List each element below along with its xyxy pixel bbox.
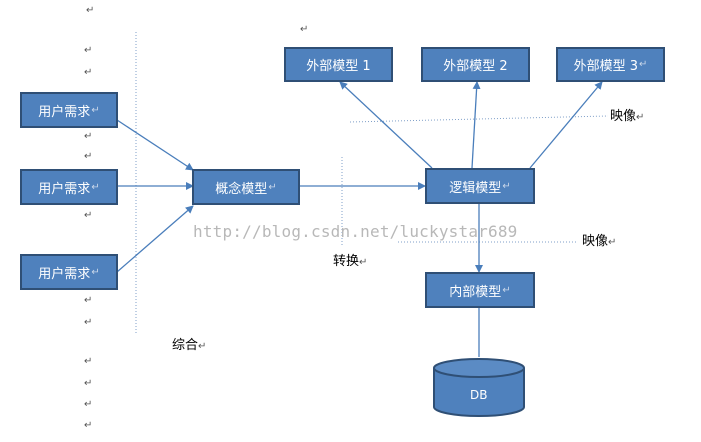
arrow-logic-to-external2 xyxy=(471,81,481,169)
synthesis-text: 综合 xyxy=(172,338,199,353)
separator-mapping-top xyxy=(349,115,609,123)
paragraph-mark-icon: ↵ xyxy=(84,45,93,56)
external-model-box-3[interactable]: 外部模型 3↵ xyxy=(556,47,665,82)
transform-label: 转换↵ xyxy=(333,250,367,269)
logic-model-box[interactable]: 逻辑模型↵ xyxy=(425,168,535,204)
user-requirement-box-2[interactable]: 用户需求↵ xyxy=(20,169,118,205)
paragraph-mark-icon: ↵ xyxy=(84,317,93,328)
paragraph-mark-icon: ↵ xyxy=(84,210,93,221)
watermark: http://blog.csdn.net/luckystar689 xyxy=(193,222,518,241)
external-model-box-2[interactable]: 外部模型 2 xyxy=(421,47,530,82)
synthesis-label: 综合↵ xyxy=(172,334,206,353)
paragraph-mark-icon: ↵ xyxy=(84,356,93,367)
paragraph-mark-icon: ↵ xyxy=(502,284,511,296)
paragraph-mark-icon: ↵ xyxy=(86,5,95,16)
paragraph-mark-icon: ↵ xyxy=(84,399,93,410)
paragraph-mark-icon: ↵ xyxy=(91,181,100,193)
mapping-label-mid: 映像↵ xyxy=(582,230,616,249)
paragraph-mark-icon: ↵ xyxy=(84,378,93,389)
arrow-req1-to-concept xyxy=(116,119,194,171)
db-label: DB xyxy=(470,388,488,402)
mapping-text: 映像 xyxy=(610,109,637,124)
arrow-logic-to-external1 xyxy=(339,81,433,169)
paragraph-mark-icon: ↵ xyxy=(84,420,93,431)
external-model-box-1[interactable]: 外部模型 1 xyxy=(284,47,393,82)
box-label: 用户需求 xyxy=(38,104,91,120)
paragraph-mark-icon: ↵ xyxy=(91,104,100,116)
paragraph-mark-icon: ↵ xyxy=(198,341,207,352)
mapping-text: 映像 xyxy=(582,234,609,249)
box-label: 内部模型 xyxy=(449,284,502,300)
paragraph-mark-icon: ↵ xyxy=(639,59,648,70)
box-label: 用户需求 xyxy=(38,181,91,197)
paragraph-mark-icon: ↵ xyxy=(84,151,93,162)
box-label: 用户需求 xyxy=(38,266,91,282)
box-label: 概念模型 xyxy=(215,181,268,197)
internal-model-box[interactable]: 内部模型↵ xyxy=(425,272,535,308)
paragraph-mark-icon: ↵ xyxy=(502,180,511,192)
paragraph-mark-icon: ↵ xyxy=(268,181,277,193)
paragraph-mark-icon: ↵ xyxy=(300,24,309,35)
paragraph-mark-icon: ↵ xyxy=(608,237,617,248)
box-label: 逻辑模型 xyxy=(449,180,502,196)
paragraph-mark-icon: ↵ xyxy=(636,112,645,123)
paragraph-mark-icon: ↵ xyxy=(84,131,93,142)
transform-text: 转换 xyxy=(333,254,360,269)
user-requirement-box-1[interactable]: 用户需求↵ xyxy=(20,92,118,128)
box-label: 外部模型 1 xyxy=(306,59,371,74)
arrow-req3-to-concept xyxy=(116,205,194,273)
paragraph-mark-icon: ↵ xyxy=(84,67,93,78)
user-requirement-box-3[interactable]: 用户需求↵ xyxy=(20,254,118,290)
paragraph-mark-icon: ↵ xyxy=(91,266,100,278)
concept-model-box[interactable]: 概念模型↵ xyxy=(192,169,300,205)
paragraph-mark-icon: ↵ xyxy=(84,295,93,306)
mapping-label-top: 映像↵ xyxy=(610,105,644,124)
box-label: 外部模型 2 xyxy=(443,59,508,74)
box-label: 外部模型 3 xyxy=(573,59,638,74)
arrow-logic-to-external3 xyxy=(529,81,603,169)
paragraph-mark-icon: ↵ xyxy=(359,257,368,268)
db-cylinder xyxy=(433,358,525,417)
